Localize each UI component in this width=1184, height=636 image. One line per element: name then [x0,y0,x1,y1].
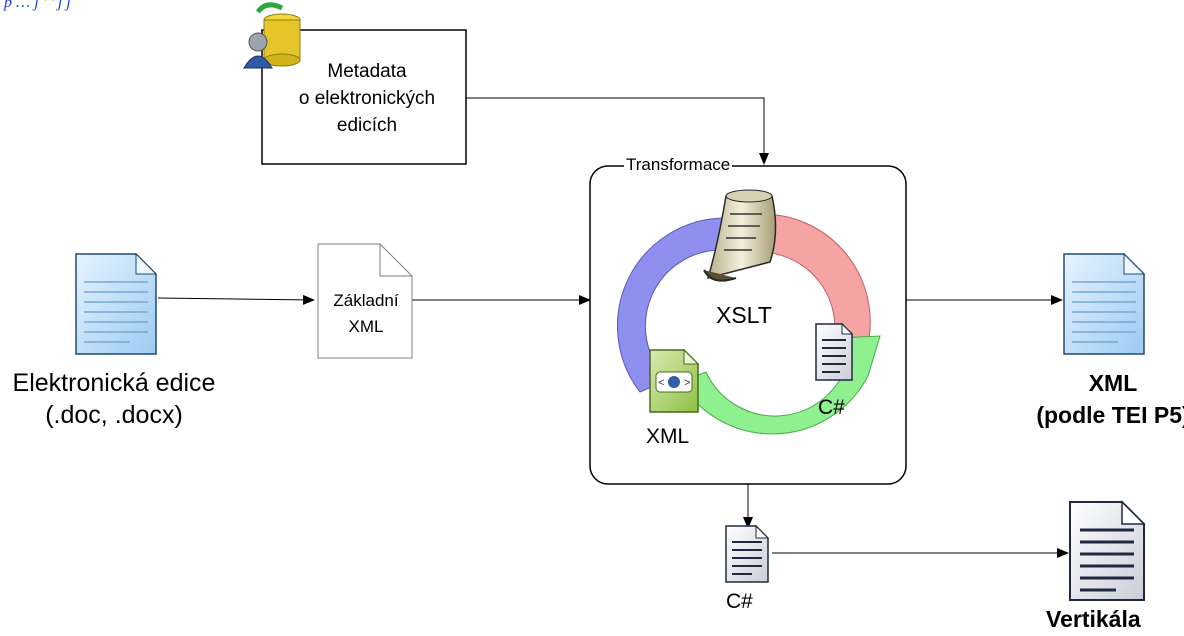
csharp-file-icon [815,322,854,381]
cycle-xml-label: XML [646,425,690,448]
transform-label: Transformace [624,155,733,175]
xslt-label: XSLT [716,302,772,328]
base-xml-label: Základní XML [333,291,399,336]
csharp-output-label: C# [726,590,753,613]
svg-text:>: > [684,378,691,390]
xml-file-icon: < > [649,348,700,413]
metadata-to-transform-arrow [466,97,769,165]
source-to-base-arrow [157,294,315,305]
metadata-label: Metadata o elektronických edicích [298,61,436,136]
svg-text:<: < [658,378,665,390]
output-document-icon [1063,252,1146,355]
cycle-csharp-label: C# [818,396,845,419]
source-doc-label: Elektronická edice (.doc, .docx) [12,369,216,429]
header-text: p … j ’ ’ j j [4,0,71,11]
connectors [157,97,1069,558]
vertical-label: Vertikála [1046,606,1141,632]
source-document-icon [75,252,158,355]
xslt-scroll-icon [703,189,777,282]
vertical-document-icon [1069,500,1146,601]
base-xml-document [317,243,413,359]
output-xml-label: XML (podle TEI P5) [1036,370,1184,428]
csharp-output-icon [725,524,770,583]
database-user-icon [243,2,301,69]
